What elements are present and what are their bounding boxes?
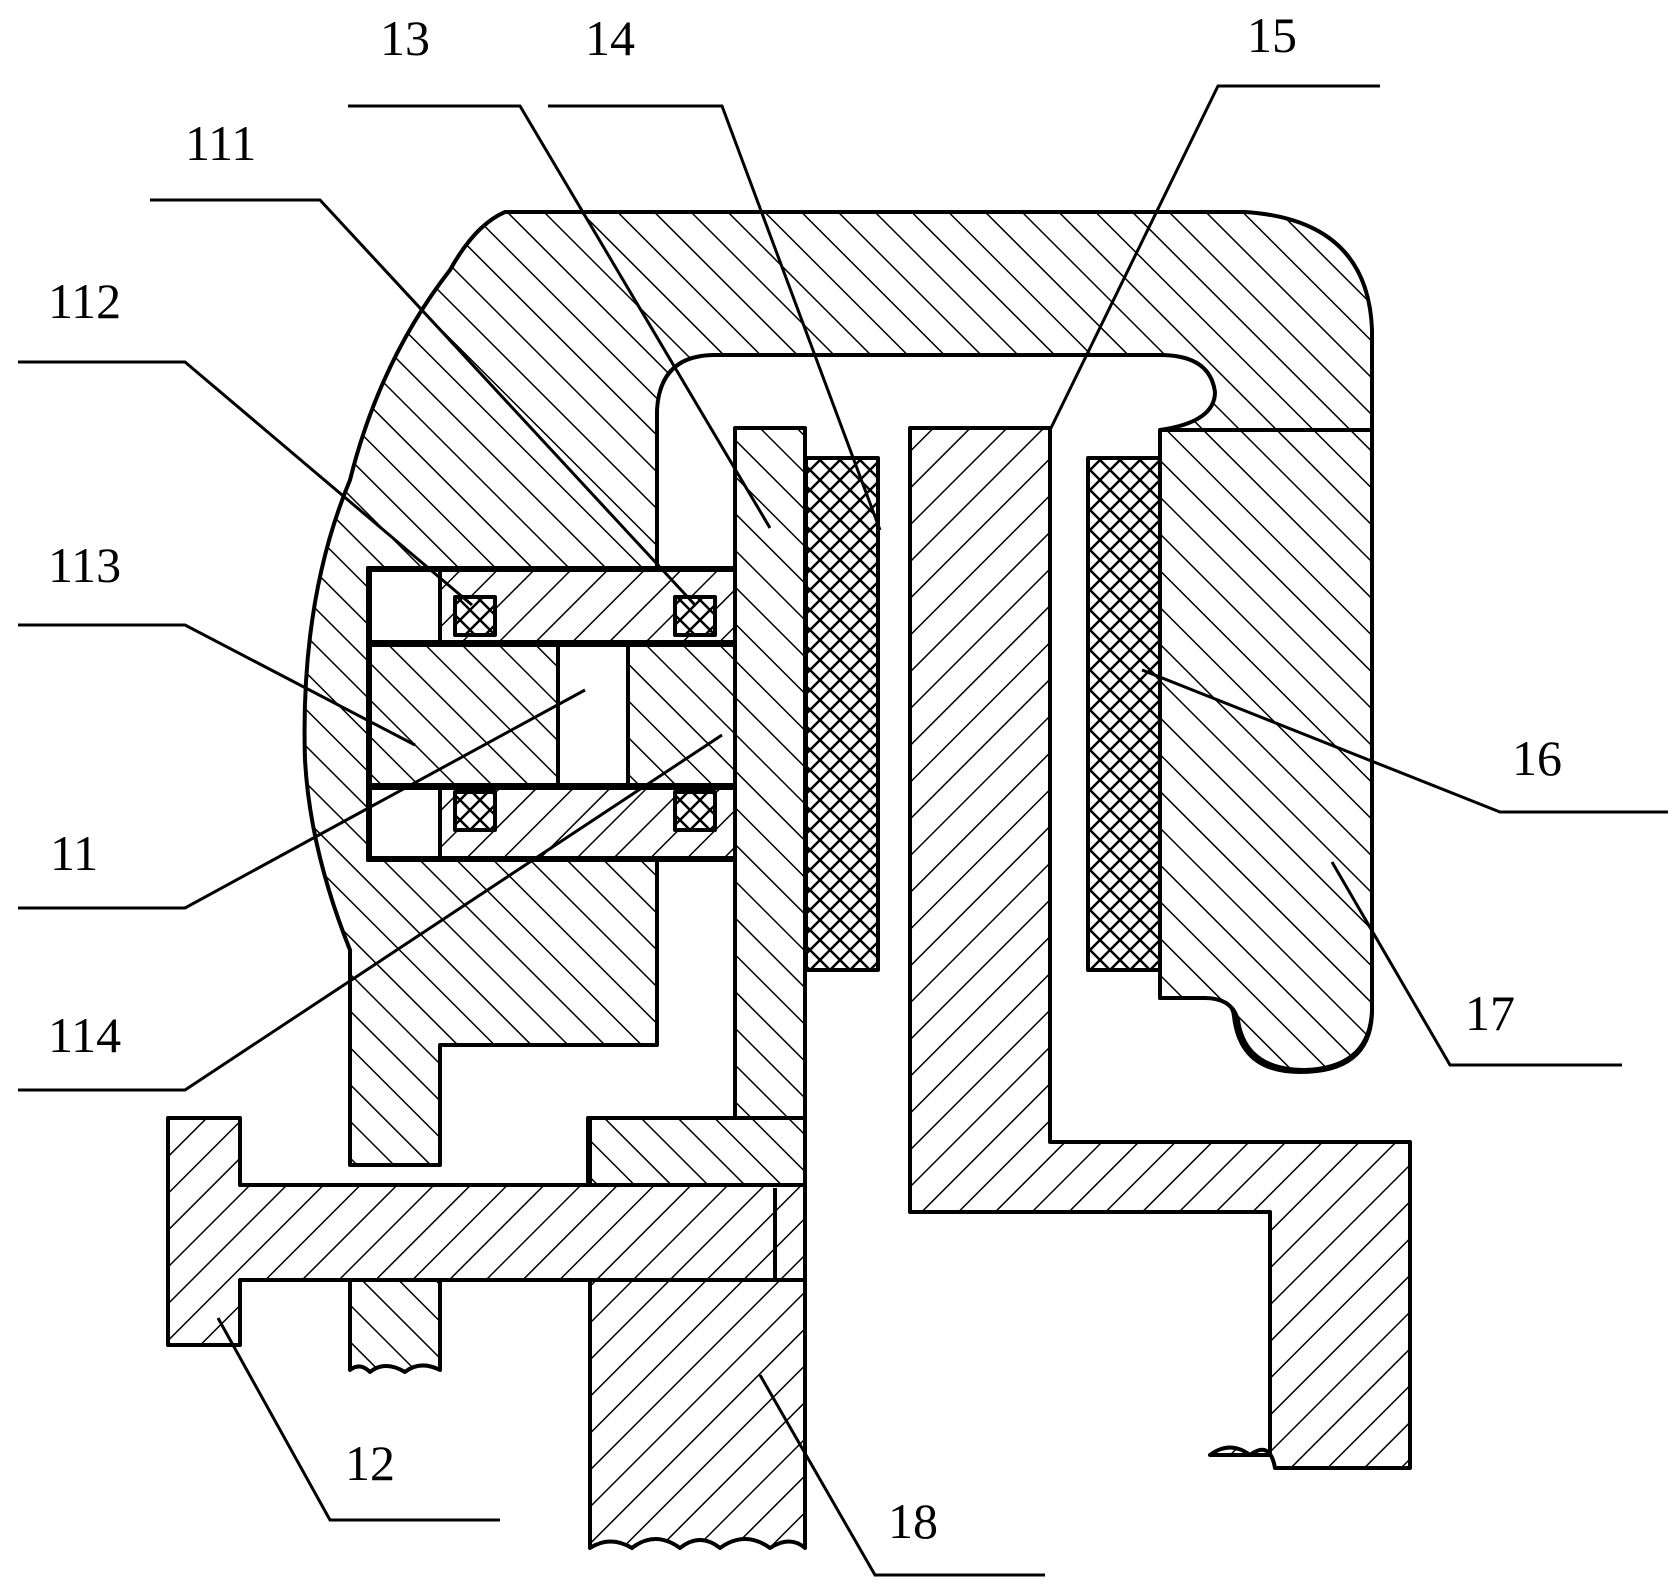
leader-111 (150, 198, 697, 607)
label-113: 113 (48, 537, 121, 593)
seal-ring-bottom-left (453, 790, 497, 832)
label-13: 13 (380, 10, 430, 66)
label-15: 15 (1247, 7, 1297, 63)
leader-11 (18, 688, 586, 910)
leader-112 (18, 360, 473, 607)
label-18: 18 (888, 1493, 938, 1549)
label-14: 14 (585, 10, 635, 66)
friction-pad-left (804, 456, 880, 972)
label-112: 112 (48, 273, 121, 329)
leader-18 (758, 1374, 1045, 1577)
caliper-right-arm (1158, 428, 1374, 1072)
leader-12 (216, 1317, 500, 1522)
leader-17 (1330, 861, 1622, 1067)
leader-16 (1141, 668, 1668, 814)
leader-13 (348, 104, 772, 529)
label-114: 114 (48, 1007, 121, 1063)
piston-left (368, 643, 560, 787)
seal-ring-bottom-right (673, 790, 717, 832)
leader-114 (18, 733, 723, 1092)
bushing-left-upper-void (368, 568, 442, 644)
leader-113 (18, 623, 416, 747)
lower-frame-stub (348, 1278, 442, 1374)
label-16: 16 (1512, 730, 1562, 786)
piston-channel (556, 643, 630, 787)
seal-ring-top-right (673, 595, 717, 637)
mounting-bracket (588, 1278, 807, 1550)
bushing-left-lower-void (368, 786, 442, 860)
lever-plate-lower-block (588, 1116, 807, 1192)
leader-15 (1048, 84, 1380, 431)
seal-ring-top-left (453, 595, 497, 637)
brake-disc (908, 426, 1412, 1470)
friction-pad-right (1086, 456, 1162, 972)
label-17: 17 (1465, 985, 1515, 1041)
label-111: 111 (185, 115, 256, 171)
label-12: 12 (345, 1435, 395, 1491)
leader-14 (548, 104, 882, 531)
label-11: 11 (50, 825, 98, 881)
